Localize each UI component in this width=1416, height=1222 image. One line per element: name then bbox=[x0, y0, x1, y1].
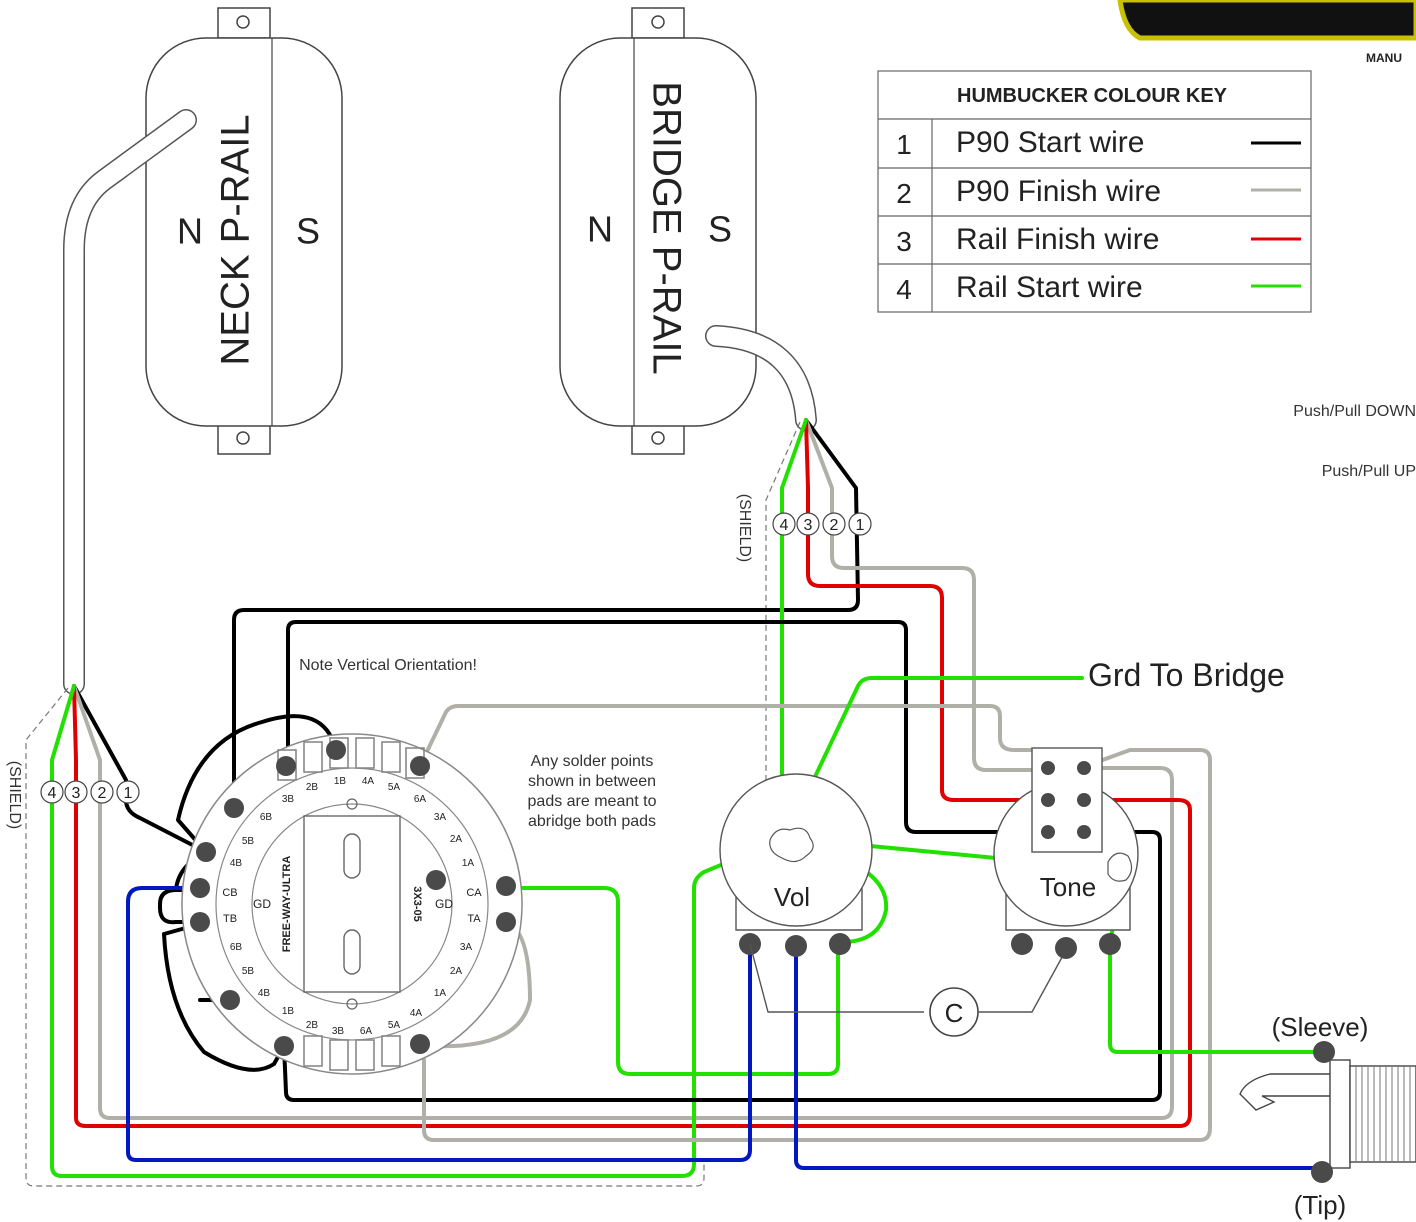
switch-brand: FREE-WAY-ULTRA bbox=[281, 856, 293, 953]
brand-fragment: MANU bbox=[1366, 51, 1402, 65]
pad-label: TA bbox=[467, 913, 481, 925]
pad-label: 2B bbox=[306, 1020, 319, 1031]
tone-pot: Tone bbox=[993, 747, 1139, 959]
solder-note-line: abridge both pads bbox=[528, 813, 656, 830]
pad-label: 6A bbox=[360, 1026, 373, 1037]
volume-pot-label: Vol bbox=[774, 882, 810, 912]
capacitor-label: C bbox=[945, 998, 964, 1028]
pad-label: 2A bbox=[450, 966, 463, 977]
key-row-label: P90 Finish wire bbox=[956, 175, 1161, 208]
tone-pot-label: Tone bbox=[1040, 872, 1096, 902]
solder-note: Any solder points shown in between pads … bbox=[528, 753, 657, 830]
pad-label: 4A bbox=[362, 776, 375, 787]
solder-note-line: shown in between bbox=[528, 773, 656, 790]
bridge-south-label: S bbox=[708, 209, 732, 250]
bridge-wire-numbers: 4 3 2 1 bbox=[772, 512, 872, 536]
capacitor: C bbox=[929, 949, 1067, 1037]
wires bbox=[50, 418, 1326, 1178]
solder-note-line: Any solder points bbox=[531, 753, 654, 770]
pad-label: 1B bbox=[282, 1006, 295, 1017]
neck-pickup-title: NECK P-RAIL bbox=[214, 114, 258, 365]
pad-label: 1B bbox=[334, 776, 347, 787]
jack-tip-label: (Tip) bbox=[1294, 1190, 1346, 1220]
pad-label: 4B bbox=[258, 988, 271, 999]
pad-label: 1A bbox=[462, 858, 475, 869]
pad-label: 3A bbox=[434, 812, 447, 823]
push-pull-down-label: Push/Pull DOWN bbox=[1293, 403, 1416, 420]
bridge-shield-label: (SHIELD) bbox=[736, 494, 753, 562]
bridge-shield-wire bbox=[765, 421, 801, 840]
neck-wire-numbers: 4 3 2 1 bbox=[40, 780, 140, 804]
colour-key-table: HUMBUCKER COLOUR KEY 1 P90 Start wire 2 … bbox=[877, 70, 1312, 313]
key-row-num: 1 bbox=[896, 129, 912, 160]
key-row-label: Rail Start wire bbox=[956, 271, 1143, 304]
neck-north-label: N bbox=[177, 211, 203, 252]
wire-number: 3 bbox=[72, 785, 81, 802]
neck-pickup: N S NECK P-RAIL bbox=[145, 7, 343, 455]
volume-pot: Vol bbox=[719, 773, 924, 1013]
wire-number: 1 bbox=[124, 785, 133, 802]
key-row-label: P90 Start wire bbox=[956, 126, 1144, 159]
key-row-num: 3 bbox=[896, 226, 912, 257]
ground-to-bridge-label: Grd To Bridge bbox=[1088, 657, 1285, 693]
key-row-num: 2 bbox=[896, 178, 912, 209]
orientation-note: Note Vertical Orientation! bbox=[299, 657, 477, 674]
wire-number: 1 bbox=[856, 517, 865, 534]
pad-label: 3B bbox=[332, 1026, 345, 1037]
neck-south-label: S bbox=[296, 211, 320, 252]
neck-cable bbox=[63, 109, 197, 695]
pad-label: 5A bbox=[388, 782, 401, 793]
pad-label: 3A bbox=[460, 942, 473, 953]
bridge-north-label: N bbox=[587, 209, 613, 250]
pad-label: 3B bbox=[282, 794, 295, 805]
wire-number: 2 bbox=[830, 517, 839, 534]
pad-label: 6A bbox=[414, 794, 427, 805]
bridge-pickup: N S BRIDGE P-RAIL bbox=[559, 7, 757, 455]
pad-label: 5B bbox=[242, 966, 255, 977]
pad-label: 2A bbox=[450, 834, 463, 845]
freeway-switch: FREE-WAY-ULTRA 3X3-05 GD GD 1B 2B 3B 6B bbox=[181, 733, 523, 1075]
key-row-num: 4 bbox=[896, 274, 912, 305]
colour-key-title: HUMBUCKER COLOUR KEY bbox=[957, 85, 1228, 107]
key-row-label: Rail Finish wire bbox=[956, 223, 1159, 256]
pad-label: CB bbox=[222, 887, 237, 899]
solder-note-line: pads are meant to bbox=[528, 793, 657, 810]
pad-label: 2B bbox=[306, 782, 319, 793]
wire-number: 2 bbox=[98, 785, 107, 802]
jack-sleeve-label: (Sleeve) bbox=[1272, 1012, 1369, 1042]
pad-label: 4B bbox=[230, 858, 243, 869]
output-jack: (Sleeve) (Tip) bbox=[1239, 1012, 1416, 1220]
pad-label: 4A bbox=[410, 1008, 423, 1019]
pad-label: TB bbox=[223, 913, 237, 925]
neck-shield-label: (SHIELD) bbox=[6, 761, 23, 829]
brand-banner: MANU bbox=[1117, 0, 1416, 65]
wire-number: 4 bbox=[780, 517, 789, 534]
pad-label: 6B bbox=[230, 942, 243, 953]
pad-label: CA bbox=[466, 887, 482, 899]
bridge-pickup-title: BRIDGE P-RAIL bbox=[644, 81, 688, 374]
switch-model: 3X3-05 bbox=[411, 886, 423, 921]
switch-gd-left: GD bbox=[253, 897, 271, 911]
pad-label: 1A bbox=[434, 988, 447, 999]
wire-number: 4 bbox=[48, 785, 57, 802]
switch-gd-right: GD bbox=[435, 897, 453, 911]
bridge-cable bbox=[705, 325, 817, 431]
pad-label: 6B bbox=[260, 812, 273, 823]
pad-label: 5A bbox=[388, 1020, 401, 1031]
pad-label: 5B bbox=[242, 836, 255, 847]
push-pull-up-label: Push/Pull UP bbox=[1322, 463, 1416, 480]
wire-number: 3 bbox=[804, 517, 813, 534]
